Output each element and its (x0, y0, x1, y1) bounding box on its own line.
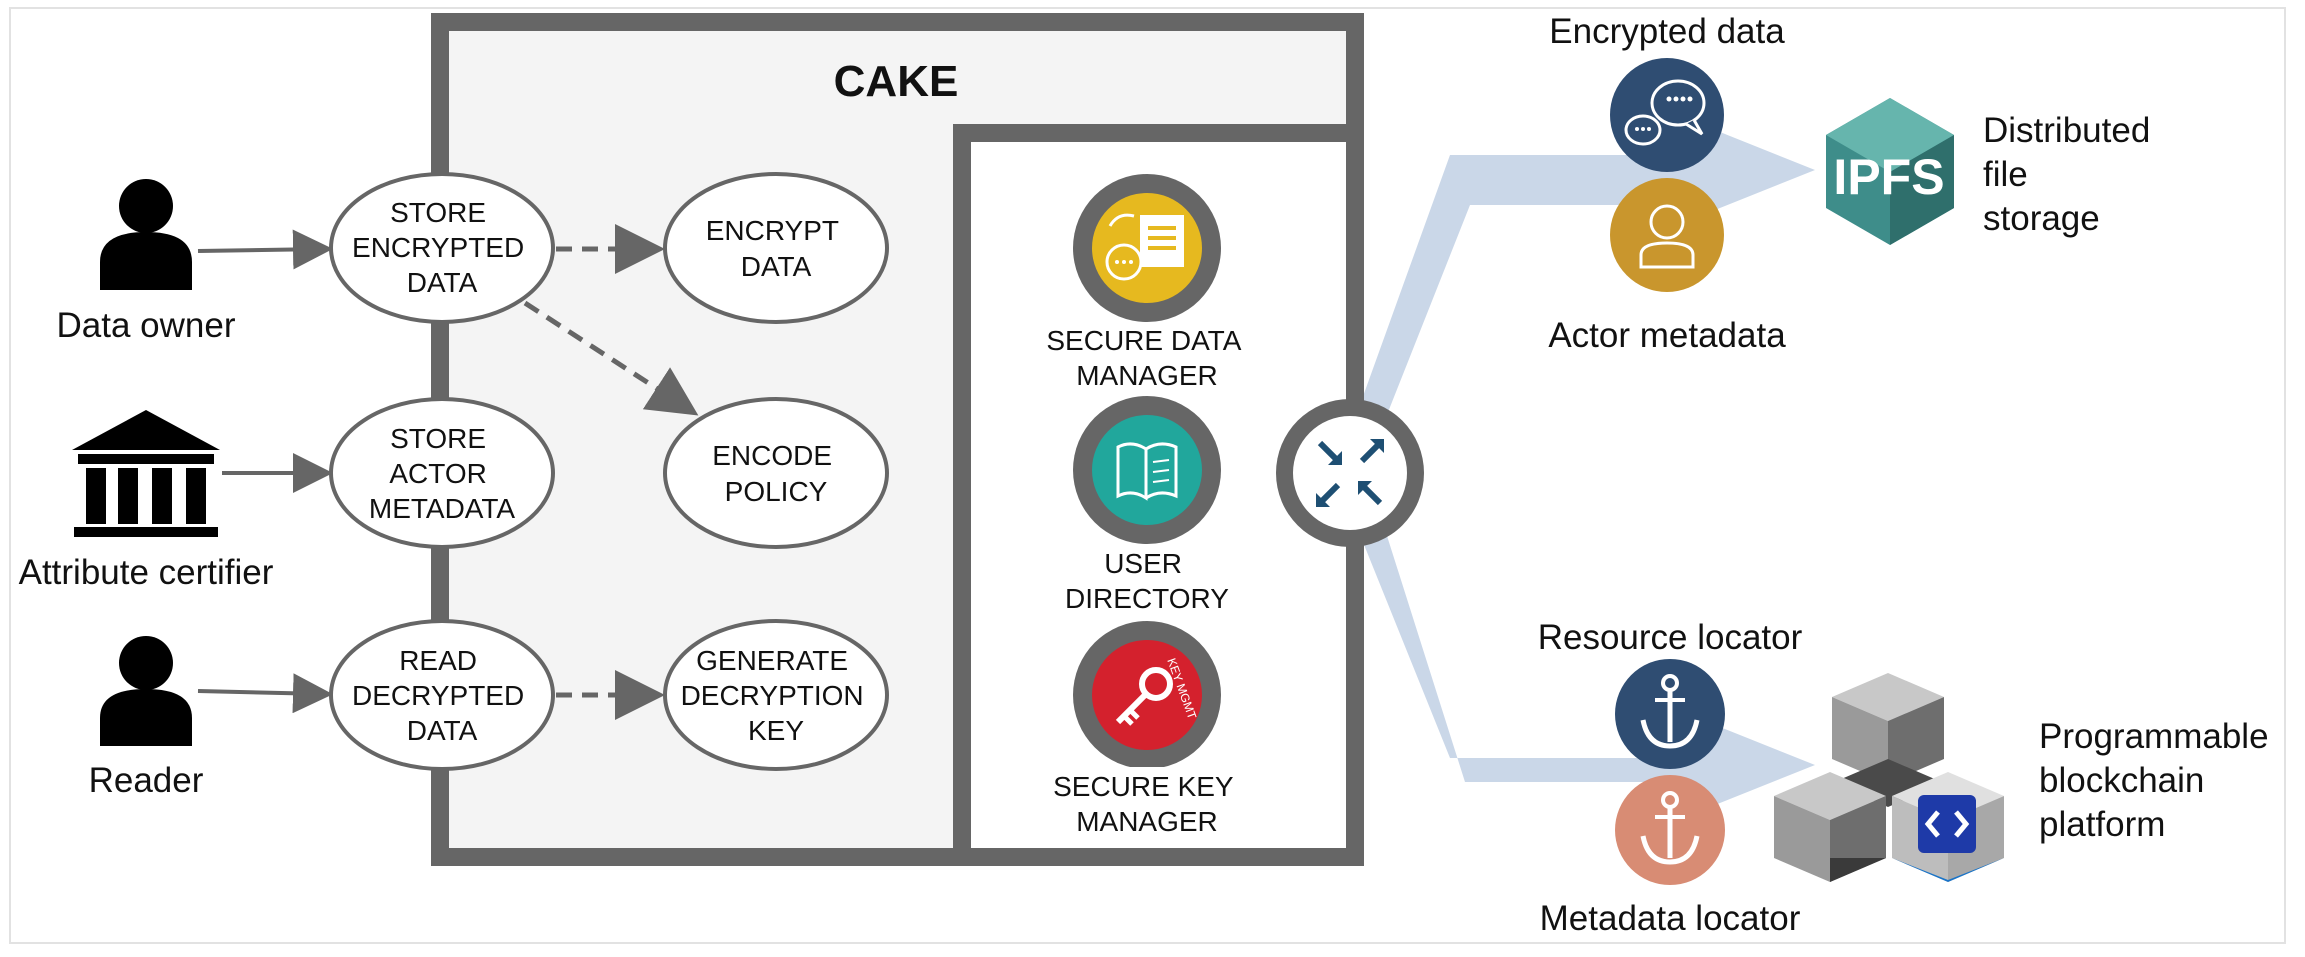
svg-text:GENERATE DECRYPTION: GENERATE DECRYPTION KEY (681, 645, 872, 746)
encrypt-data-usecase: ENCRYPT DATA (663, 172, 889, 324)
owner-arrow (197, 229, 333, 270)
generate-decryption-key-usecase: GENERATE DECRYPTION KEY (663, 619, 889, 771)
actor-metadata-icon (1610, 178, 1724, 292)
secure-key-manager-label: SECURE KEY MANAGER (1053, 771, 1241, 837)
store-encrypted-data-usecase: STORE ENCRYPTED DATA (329, 172, 555, 324)
flow-to-storage (1348, 120, 1815, 445)
resource-locator-label: Resource locator (1538, 618, 1803, 657)
blockchain-platform-label: Programmable blockchain platform (2039, 717, 2278, 844)
flow-to-blockchain (1348, 498, 1815, 815)
ipfs-logo-icon: IPFS (1826, 98, 1954, 245)
data-owner-icon (100, 179, 192, 290)
metadata-locator-anchor-icon (1615, 775, 1725, 885)
encrypted-data-icon (1610, 58, 1724, 172)
secure-key-manager-icon: KEY MGMT (1073, 621, 1221, 769)
encrypted-data-label: Encrypted data (1549, 12, 1785, 51)
data-owner-label: Data owner (57, 306, 236, 345)
actor-metadata-label: Actor metadata (1548, 316, 1786, 355)
resource-locator-anchor-icon (1615, 659, 1725, 769)
svg-text:ENCODE POLICY: ENCODE POLICY (712, 440, 840, 507)
user-directory-icon (1073, 396, 1221, 544)
include-arrow-encode (523, 300, 699, 416)
reader-arrow (197, 673, 333, 714)
reader-label: Reader (89, 761, 204, 800)
secure-data-manager-icon (1073, 174, 1221, 322)
svg-text:READ DECRYPTED DAT: READ DECRYPTED DATA (352, 645, 532, 746)
svg-text:STORE ENCRYPTED DA: STORE ENCRYPTED DATA (352, 197, 532, 298)
reader-icon (100, 636, 192, 746)
user-directory-label: USER DIRECTORY (1065, 548, 1229, 614)
blockchain-cubes-icon (1774, 673, 2004, 882)
gateway-router-icon (1276, 399, 1424, 547)
secure-data-manager-label: SECURE DATA MANAGER (1046, 325, 1247, 391)
code-icon (1918, 795, 1976, 853)
metadata-locator-label: Metadata locator (1540, 899, 1801, 938)
store-actor-metadata-usecase: STORE ACTOR METADATA (329, 397, 555, 549)
read-decrypted-data-usecase: READ DECRYPTED DATA (329, 619, 555, 771)
diagram-title: CAKE (834, 57, 959, 106)
svg-text:ENCRYPT DATA: ENCRYPT DATA (706, 215, 847, 282)
cake-frame (431, 13, 1364, 866)
attribute-certifier-label: Attribute certifier (19, 553, 274, 592)
distributed-storage-label: Distributed file storage (1983, 111, 2160, 238)
encode-policy-usecase: ENCODE POLICY (663, 397, 889, 549)
svg-text:STORE ACTOR METADA: STORE ACTOR METADATA (369, 423, 516, 524)
attribute-certifier-icon (72, 410, 220, 537)
ipfs-logo-text: IPFS (1833, 149, 1944, 205)
